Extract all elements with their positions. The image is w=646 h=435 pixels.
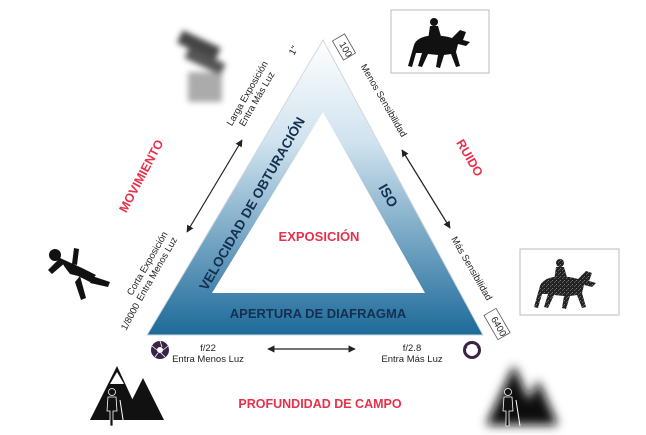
shutter-bottom-value: 1/8000 — [119, 301, 142, 332]
horse-rider-noisy-icon — [520, 249, 619, 315]
horse-rider-sharp-icon — [391, 10, 489, 73]
aperture-right-value: f/2.8 — [403, 343, 422, 354]
effect-movimiento: MOVIMIENTO — [116, 137, 166, 215]
aperture-open-icon — [463, 341, 481, 359]
center-label: EXPOSICIÓN — [279, 229, 360, 244]
falling-person-icon — [48, 248, 110, 300]
effect-profundidad: PROFUNDIDAD DE CAMPO — [238, 397, 401, 411]
aperture-left-value: f/22 — [200, 343, 216, 354]
hiker-mountains-blurred-icon — [486, 365, 558, 426]
side-label-aperture: APERTURA DE DIAFRAGMA — [230, 306, 407, 321]
motion-blur-icon — [177, 30, 226, 102]
hiker-mountains-sharp-icon — [90, 366, 164, 426]
aperture-closed-icon — [151, 341, 169, 359]
aperture-left-label: Entra Menos Luz — [172, 354, 244, 365]
iso-top-value: 100 — [336, 40, 353, 59]
shutter-top-value: 1" — [287, 44, 301, 57]
effect-ruido: RUIDO — [453, 137, 485, 179]
aperture-right-label: Entra Más Luz — [381, 354, 442, 365]
